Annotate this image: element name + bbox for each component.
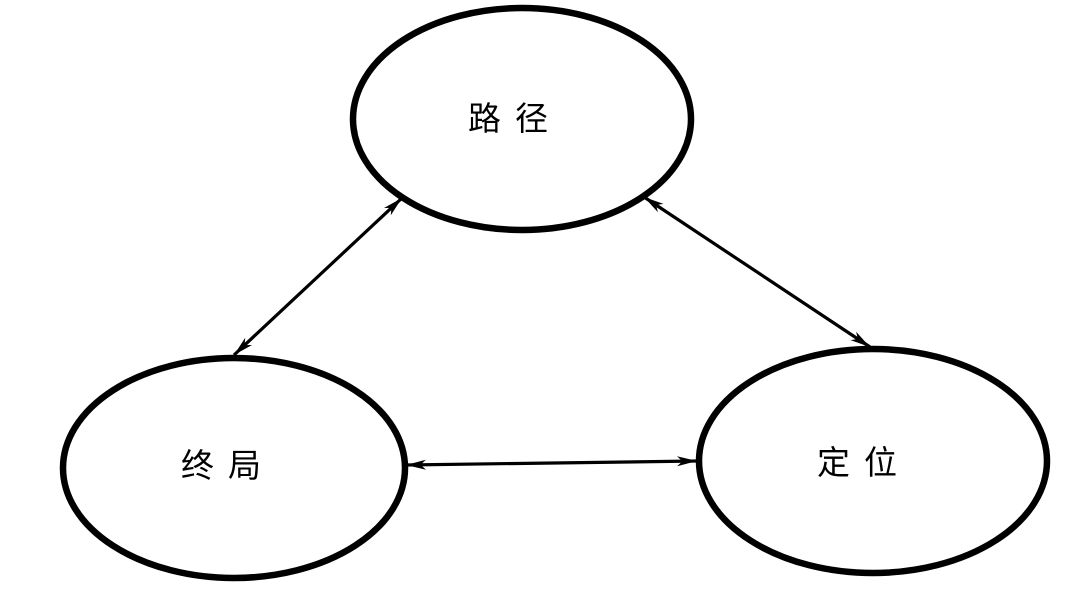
node-ellipse-positioning [695,345,1051,577]
node-label-positioning: 定位 [817,445,911,482]
edge-endgame-positioning [405,456,698,470]
edge-path-positioning [643,195,871,349]
node-ellipse-endgame [59,354,409,582]
edge-endgame-path [232,196,404,357]
node-ellipse-path [349,4,695,234]
node-label-endgame: 终局 [181,448,275,485]
node-label-path: 路径 [468,101,562,138]
